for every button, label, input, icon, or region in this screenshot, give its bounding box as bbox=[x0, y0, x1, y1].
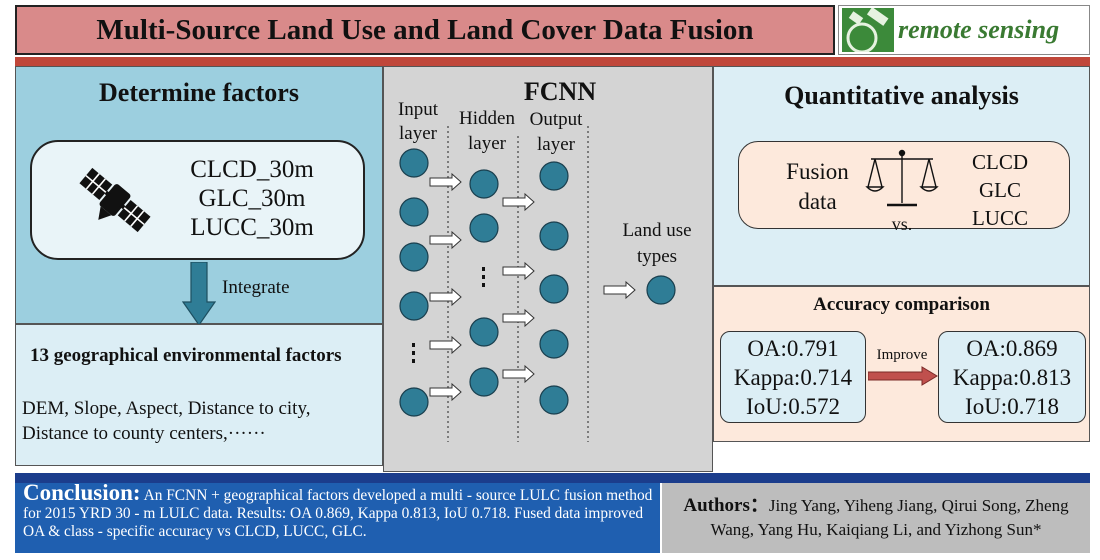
integrate-down-arrow-icon bbox=[182, 262, 216, 326]
hidden-layer-label-line1: Hidden bbox=[459, 108, 515, 129]
output-layer-label-line2: layer bbox=[537, 134, 575, 155]
flow-arrow-icon bbox=[429, 287, 462, 307]
authors-panel bbox=[662, 483, 1090, 553]
accuracy-before-box: OA:0.791 Kappa:0.714 IoU:0.572 bbox=[720, 331, 866, 423]
logo-text: remote sensing bbox=[898, 15, 1060, 44]
integrate-label: Integrate bbox=[222, 277, 290, 298]
flow-arrow-icon bbox=[603, 280, 636, 300]
flow-arrow-icon bbox=[502, 261, 535, 281]
flow-arrows bbox=[429, 172, 636, 402]
output-layer-label-line1: Output bbox=[529, 109, 583, 130]
input-node bbox=[399, 148, 429, 178]
flow-arrow-icon bbox=[502, 364, 535, 384]
fcnn-network-diagram bbox=[399, 126, 676, 442]
source-clcd: CLCD_30m bbox=[190, 156, 314, 183]
conclusion-text: An FCNN + geographical factors developed… bbox=[23, 487, 653, 540]
compare-lucc: LUCC bbox=[971, 206, 1028, 230]
before-oa: OA:0.791 bbox=[747, 336, 839, 361]
after-kappa: Kappa:0.813 bbox=[952, 365, 1072, 390]
fcnn-heading: FCNN bbox=[523, 77, 597, 106]
improve-label: Improve bbox=[876, 347, 928, 363]
layer-divider-lines bbox=[447, 126, 589, 442]
ellipsis-dots bbox=[412, 267, 485, 363]
before-kappa: Kappa:0.714 bbox=[733, 365, 853, 390]
output-node bbox=[539, 329, 569, 359]
source-lucc: LUCC_30m bbox=[190, 214, 314, 241]
compare-clcd: CLCD bbox=[971, 150, 1028, 174]
comparison-box bbox=[738, 141, 1070, 229]
output-node bbox=[539, 161, 569, 191]
input-node bbox=[399, 242, 429, 272]
flow-arrow-icon bbox=[429, 335, 462, 355]
flow-arrow-icon bbox=[429, 230, 462, 250]
conclusion-label: Conclusion: bbox=[23, 480, 141, 505]
output-node bbox=[539, 221, 569, 251]
land-use-types-label: Land use types bbox=[612, 218, 702, 270]
source-glc: GLC_30m bbox=[198, 185, 306, 212]
hidden-node bbox=[469, 213, 499, 243]
input-node bbox=[399, 387, 429, 417]
flow-arrow-icon bbox=[429, 382, 462, 402]
balance-scale-icon bbox=[865, 149, 939, 207]
compare-glc: GLC bbox=[979, 178, 1021, 202]
flow-arrow-icon bbox=[502, 192, 535, 212]
fcnn-nodes bbox=[399, 148, 676, 417]
output-node bbox=[539, 385, 569, 415]
after-oa: OA:0.869 bbox=[966, 336, 1058, 361]
quantitative-analysis-heading: Quantitative analysis bbox=[784, 81, 1019, 110]
input-layer-label: Input layer bbox=[395, 98, 441, 146]
output-layer-label: Output layer bbox=[524, 107, 588, 157]
after-iou: IoU:0.718 bbox=[965, 394, 1059, 419]
factors-line-2: Distance to county centers,······ bbox=[22, 423, 266, 444]
fusion-data-label: Fusion data bbox=[770, 157, 865, 217]
input-node bbox=[399, 291, 429, 321]
before-iou: IoU:0.572 bbox=[746, 394, 840, 419]
input-layer-label-line2: layer bbox=[399, 123, 437, 144]
improve-arrow-icon bbox=[868, 366, 938, 386]
input-node bbox=[399, 197, 429, 227]
flow-arrow-icon bbox=[429, 172, 462, 192]
satellite-logo-icon bbox=[842, 8, 894, 52]
hidden-node bbox=[469, 169, 499, 199]
land-use-types-line1: Land use bbox=[622, 220, 692, 241]
page-title: Multi-Source Land Use and Land Cover Dat… bbox=[96, 13, 754, 46]
footer-divider bbox=[15, 473, 1090, 483]
conclusion-panel bbox=[15, 483, 660, 553]
authors-names: Jing Yang, Yiheng Jiang, Qirui Song, Zhe… bbox=[710, 496, 1069, 539]
data-sources-box bbox=[30, 140, 365, 260]
accuracy-after-box: OA:0.869 Kappa:0.813 IoU:0.718 bbox=[938, 331, 1086, 423]
satellite-icon bbox=[79, 167, 151, 233]
factors-line-1: DEM, Slope, Aspect, Distance to city, bbox=[22, 398, 311, 419]
input-layer-label-line1: Input bbox=[397, 99, 439, 120]
fusion-data-line1: Fusion bbox=[786, 159, 849, 184]
output-node bbox=[539, 274, 569, 304]
conclusion-text-block: Conclusion: An FCNN + geographical facto… bbox=[23, 481, 655, 552]
compare-datasets-list: CLCD GLC LUCC bbox=[950, 148, 1050, 232]
authors-label: Authors： bbox=[683, 495, 769, 516]
vs-label: vs. bbox=[891, 214, 913, 234]
hidden-layer-label-line2: layer bbox=[468, 133, 506, 154]
flow-arrow-icon bbox=[502, 308, 535, 328]
header-divider bbox=[15, 57, 1090, 66]
hidden-node bbox=[469, 367, 499, 397]
accuracy-comparison-heading: Accuracy comparison bbox=[813, 294, 990, 315]
land-use-types-line2: types bbox=[636, 246, 678, 267]
determine-factors-heading: Determine factors bbox=[99, 78, 299, 107]
header-banner bbox=[15, 5, 835, 55]
factors-panel bbox=[15, 324, 383, 466]
hidden-layer-label: Hidden layer bbox=[455, 106, 519, 156]
factors-title: 13 geographical environmental factors bbox=[30, 345, 342, 366]
result-node bbox=[646, 275, 676, 305]
authors-text-block: Authors：Jing Yang, Yiheng Jiang, Qirui S… bbox=[668, 494, 1084, 550]
hidden-node bbox=[469, 317, 499, 347]
fusion-data-line2: data bbox=[798, 189, 837, 214]
